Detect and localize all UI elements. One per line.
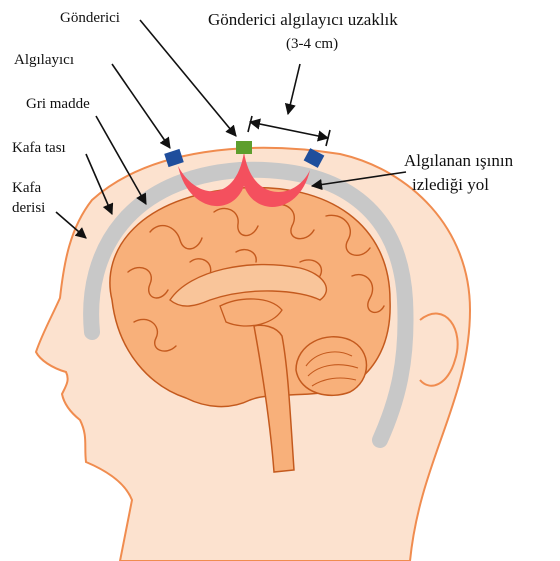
light-path-label-line1: Algılanan ışının [404,151,514,170]
light-path-label-line2: izlediği yol [412,175,489,194]
emitter-label: Gönderici [60,10,120,26]
distance-title: Gönderici algılayıcı uzaklık [208,10,398,29]
gray-matter-label: Gri madde [26,96,90,112]
skull-label: Kafa tası [12,140,66,156]
scalp-label-line1: Kafa [12,180,41,196]
distance-value: (3-4 cm) [286,36,338,52]
emitter-sensor [236,141,252,154]
scalp-label-line2: derisi [12,200,45,216]
detector-label: Algılayıcı [14,52,74,68]
